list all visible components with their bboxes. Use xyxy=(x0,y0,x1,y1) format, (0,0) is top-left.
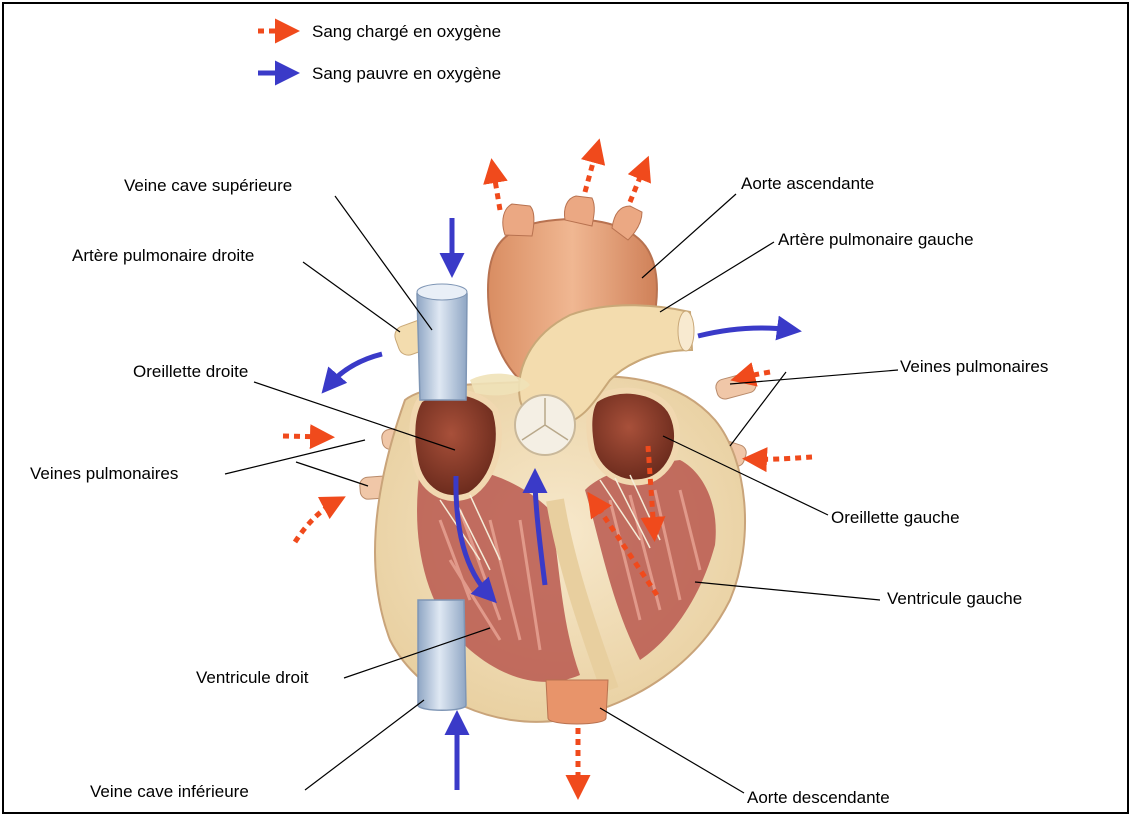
label-left-ventricle: Ventricule gauche xyxy=(887,589,1022,608)
label-left-pulmonary-artery: Artère pulmonaire gauche xyxy=(778,230,974,249)
inferior-vena-cava xyxy=(418,600,466,710)
superior-vena-cava xyxy=(417,287,467,401)
leader-right-pulmonary-artery xyxy=(303,262,400,332)
leader-ascending-aorta xyxy=(642,194,736,278)
label-right-pulmonary-artery: Artère pulmonaire droite xyxy=(72,246,254,265)
left-pulmonary-outflow-arrow xyxy=(698,328,792,336)
leader-pulmonary-veins-right-upper xyxy=(225,440,365,474)
superior-vena-cava-opening xyxy=(417,284,467,300)
left-pulmonary-artery-opening xyxy=(678,311,694,351)
carotid-outflow-arrow xyxy=(585,148,597,192)
brachiocephalic-trunk xyxy=(503,204,534,236)
heart-body xyxy=(359,196,758,724)
label-superior-vena-cava: Veine cave supérieure xyxy=(124,176,292,195)
label-right-atrium: Oreillette droite xyxy=(133,362,248,381)
legend-oxygen-poor-label: Sang pauvre en oxygène xyxy=(312,64,501,83)
label-right-ventricle: Ventricule droit xyxy=(196,668,309,687)
legend: Sang chargé en oxygène Sang pauvre en ox… xyxy=(258,22,501,83)
brachiocephalic-outflow-arrow xyxy=(493,168,500,210)
right-pulmonary-outflow-arrow xyxy=(328,354,382,386)
label-inferior-vena-cava: Veine cave inférieure xyxy=(90,782,249,801)
descending-aorta xyxy=(546,680,608,724)
leader-pulmonary-veins-right-lower xyxy=(296,462,368,486)
left-pulmonary-vein-inflow-lower-arrow xyxy=(752,457,812,459)
legend-oxygen-rich-label: Sang chargé en oxygène xyxy=(312,22,501,41)
leader-descending-aorta xyxy=(600,708,744,793)
label-pulmonary-veins-right: Veines pulmonaires xyxy=(30,464,178,483)
label-descending-aorta: Aorte descendante xyxy=(747,788,890,807)
subclavian-outflow-arrow xyxy=(630,165,645,202)
label-left-atrium: Oreillette gauche xyxy=(831,508,960,527)
right-pulmonary-vein-inflow-upper-arrow xyxy=(283,436,325,437)
leader-inferior-vena-cava xyxy=(305,700,424,790)
right-pulmonary-vein-inflow-lower-arrow xyxy=(295,501,337,542)
label-pulmonary-veins-left: Veines pulmonaires xyxy=(900,357,1048,376)
left-pulmonary-vein-upper xyxy=(714,371,758,401)
leader-superior-vena-cava xyxy=(335,196,432,330)
label-ascending-aorta: Aorte ascendante xyxy=(741,174,874,193)
leader-left-pulmonary-artery xyxy=(660,242,774,312)
